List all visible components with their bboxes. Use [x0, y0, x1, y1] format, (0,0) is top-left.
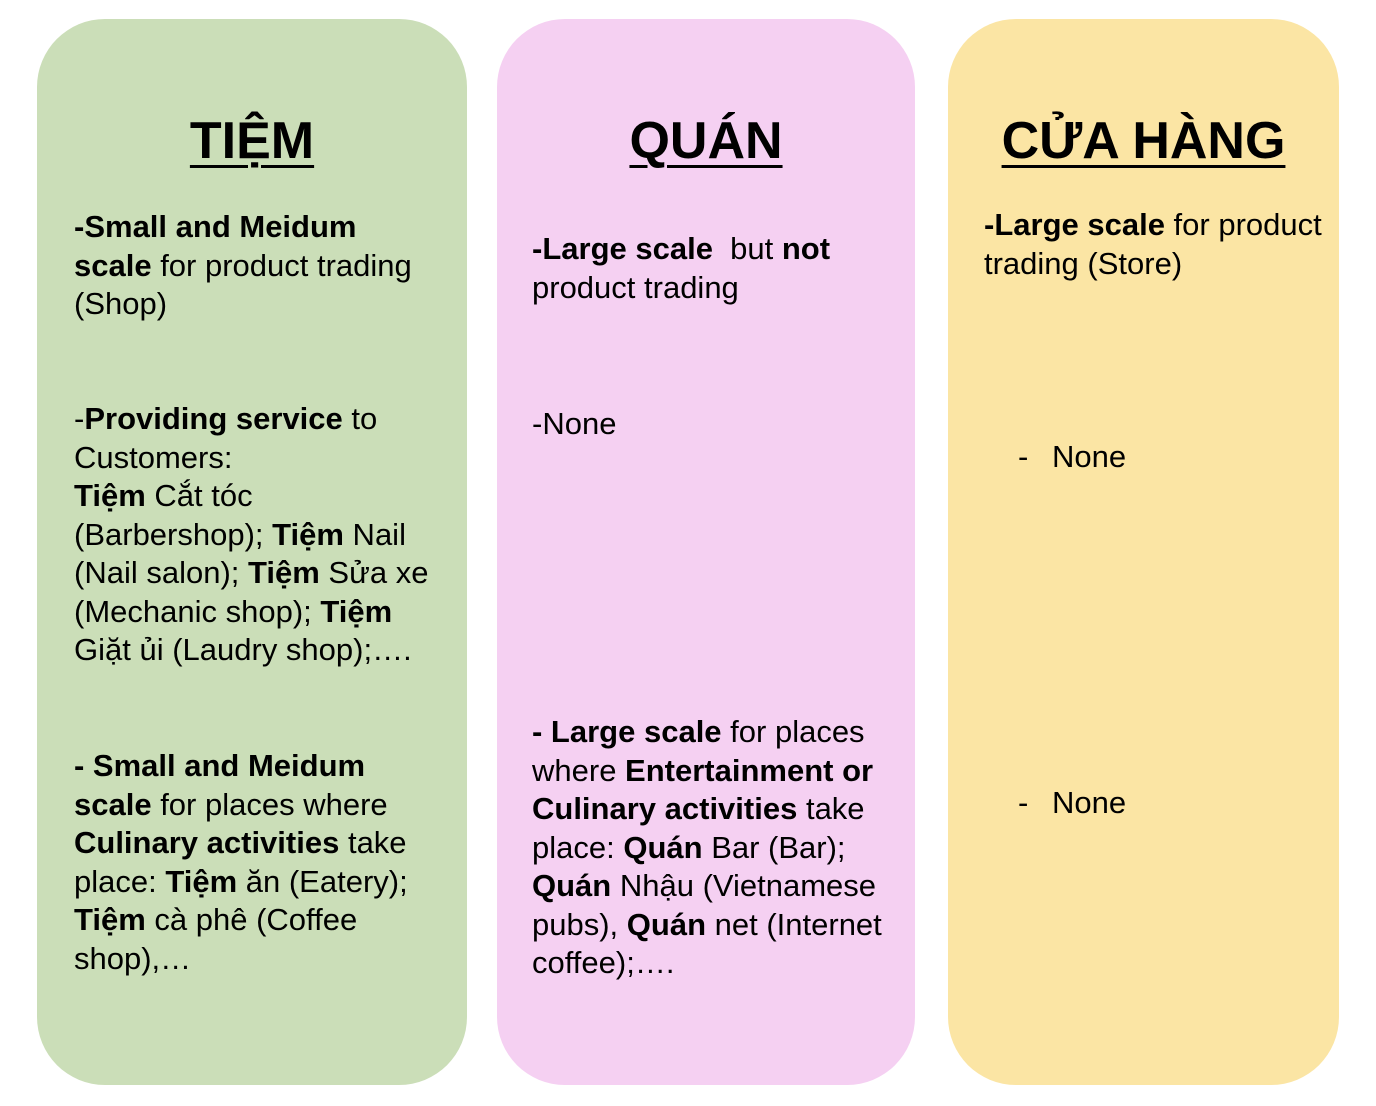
quan-scale-bold2: not [781, 231, 831, 266]
tiem-service-item-0-bold: Tiệm [74, 478, 146, 513]
cua-hang-none-2: -None [1018, 784, 1318, 823]
quan-none-text: -None [532, 406, 617, 441]
tiem-service-rest: to Customers: [74, 401, 378, 475]
quan-ent-bold1: - Large scale [532, 714, 722, 749]
tiem-scale-text: -Small and Meidum scale for product trad… [74, 208, 434, 324]
tiem-culinary-item-1-text: cà phê (Coffee shop),… [74, 902, 358, 976]
tiem-culinary-bold1: - Small and Meidum scale [74, 748, 366, 822]
quan-scale-bold1: -Large scale [532, 231, 713, 266]
cua-hang-none-1: -None [1018, 438, 1318, 477]
tiem-service-item-1-bold: Tiệm [272, 516, 344, 552]
tiem-service-item-3-bold: Tiệm [320, 593, 393, 629]
tiem-culinary-text: - Small and Meidum scale for places wher… [74, 747, 434, 978]
quan-ent-item-2-bold: Quán [626, 906, 707, 942]
card-quan: QUÁN -Large scale but not product tradin… [497, 19, 915, 1085]
tiem-culinary-text2: take place: [74, 825, 407, 899]
quan-ent-item-0-bold: Quán [623, 829, 703, 865]
tiem-service-lead: - [74, 401, 85, 436]
quan-ent-text2: take place: [532, 791, 865, 865]
quan-ent-item-1-text: Nhậu (Vietnamese pubs), [532, 868, 877, 942]
quan-scale-text: -Large scale but not product trading [532, 230, 892, 307]
tiem-culinary-bold2: Culinary activities [74, 825, 340, 860]
tiem-culinary-item-0-text: ăn (Eatery); [237, 863, 408, 899]
title-tiem: TIỆM [189, 112, 315, 170]
card-tiem: TIỆM -Small and Meidum scale for product… [37, 19, 467, 1085]
tiem-culinary-text1: for places where [151, 786, 388, 822]
cua-hang-scale-rest: for product trading (Store) [984, 207, 1322, 281]
tiem-scale-rest: for product trading (Shop) [74, 247, 412, 322]
tiem-scale-bold: -Small and Meidum scale [74, 209, 357, 283]
cua-hang-scale-text: -Large scale for product trading (Store) [984, 206, 1324, 283]
tiem-service-item-2-text: Sửa xe (Mechanic shop); [74, 555, 429, 629]
cua-hang-none-1-text: None [1052, 439, 1127, 474]
cua-hang-none-1-dash: - [1018, 439, 1029, 474]
tiem-service-item-0-text: Cắt tóc (Barbershop); [74, 478, 273, 552]
quan-ent-item-0-text: Bar (Bar); [702, 829, 846, 865]
tiem-culinary-item-0-bold: Tiệm [165, 863, 238, 899]
tiem-service-item-1-text: Nail (Nail salon); [74, 516, 406, 591]
title-quan: QUÁN [629, 112, 783, 170]
title-cua-hang: CỬA HÀNG [1001, 112, 1286, 170]
quan-ent-item-1-bold: Quán [532, 868, 612, 903]
quan-entertainment-text: - Large scale for places where Entertain… [532, 713, 882, 983]
quan-scale-text1: but [712, 231, 782, 266]
card-cua-hang: CỬA HÀNG -Large scale for product tradin… [948, 19, 1339, 1085]
cua-hang-none-2-text: None [1052, 785, 1127, 820]
cua-hang-none-2-dash: - [1018, 785, 1029, 820]
quan-ent-text1: for places where [532, 714, 865, 788]
tiem-service-item-2-bold: Tiệm [248, 555, 320, 590]
quan-ent-item-2-text: net (Internet coffee);…. [532, 906, 882, 981]
tiem-service-bold: Providing service [84, 401, 343, 436]
cua-hang-scale-bold: -Large scale [984, 207, 1165, 242]
tiem-culinary-item-1-bold: Tiệm [74, 902, 146, 937]
quan-scale-text2: product trading [532, 269, 739, 305]
tiem-service-text: -Providing service to Customers:Tiệm Cắt… [74, 400, 434, 670]
quan-ent-bold2: Entertainment or Culinary activities [532, 752, 874, 827]
tiem-service-item-3-text: Giặt ủi (Laudry shop);…. [74, 632, 412, 667]
